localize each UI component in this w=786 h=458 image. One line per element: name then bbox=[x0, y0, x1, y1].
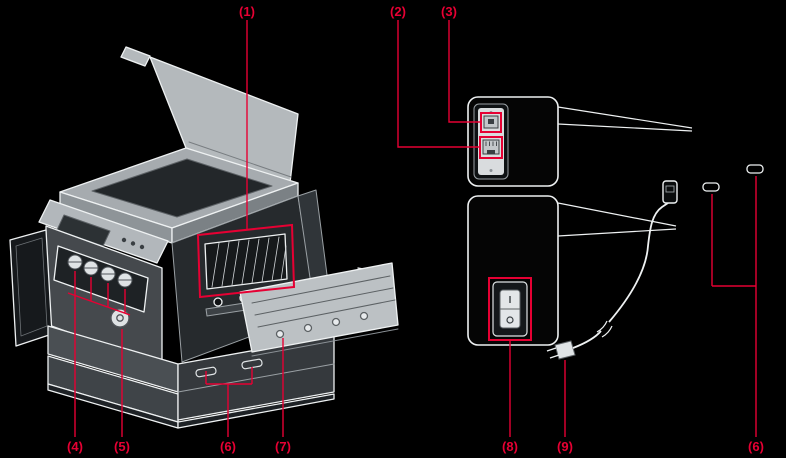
handle-icon bbox=[746, 164, 764, 174]
cover-latch bbox=[120, 46, 151, 67]
highlight-box-1 bbox=[196, 223, 296, 299]
callout-label-7: (7) bbox=[275, 439, 291, 454]
callout-label-4: (4) bbox=[67, 439, 83, 454]
platen-cover bbox=[120, 46, 299, 184]
callout-6-bottom: (6) bbox=[205, 367, 253, 454]
side-cover-open bbox=[239, 262, 399, 357]
callout-1: (1) bbox=[196, 4, 296, 299]
toner-cartridges bbox=[67, 254, 133, 288]
callout-label-3: (3) bbox=[441, 4, 457, 19]
callout-label-8: (8) bbox=[502, 439, 518, 454]
callout-line-3 bbox=[448, 20, 481, 123]
callout-8: (8) bbox=[488, 277, 532, 454]
callout-7: (7) bbox=[275, 338, 291, 454]
callout-label-5: (5) bbox=[114, 439, 130, 454]
power-cord bbox=[546, 180, 678, 360]
printer-illustration bbox=[9, 46, 399, 429]
callout-label-1: (1) bbox=[239, 4, 255, 19]
highlight-box-3 bbox=[480, 112, 502, 133]
callout-2: (2) bbox=[390, 4, 503, 159]
callout-5: (5) bbox=[114, 329, 130, 454]
callout-label-2: (2) bbox=[390, 4, 406, 19]
usb-port-icon bbox=[483, 115, 499, 129]
paper-trays bbox=[47, 325, 335, 429]
callout-label-6-bottom: (6) bbox=[220, 439, 236, 454]
handle-icon bbox=[702, 182, 720, 192]
side-handles bbox=[702, 164, 764, 192]
connector-detail-panel bbox=[467, 96, 693, 187]
callout-label-6-right: (6) bbox=[748, 439, 764, 454]
callout-line-2 bbox=[397, 20, 480, 148]
callouts: (1) (2) (3) (4) (5) (6) (7) bbox=[67, 4, 764, 454]
power-switch-icon bbox=[492, 281, 528, 337]
callout-6-right: (6) bbox=[711, 176, 764, 454]
front-cover-open bbox=[9, 229, 53, 347]
scanner-glass bbox=[91, 158, 273, 218]
callout-line-6-bottom bbox=[205, 367, 253, 437]
callout-3: (3) bbox=[441, 4, 502, 133]
cord-break-mark bbox=[596, 320, 608, 333]
callout-9: (9) bbox=[557, 360, 573, 454]
callout-line-6-right bbox=[711, 176, 757, 437]
lan-port-icon bbox=[482, 139, 500, 155]
highlight-box-8 bbox=[488, 277, 532, 341]
callout-line-4 bbox=[67, 271, 131, 437]
highlight-box-2 bbox=[479, 136, 503, 159]
callout-4: (4) bbox=[67, 271, 131, 454]
power-switch-detail-panel bbox=[467, 195, 677, 346]
callout-label-9: (9) bbox=[557, 439, 573, 454]
power-plug-icon bbox=[554, 340, 576, 360]
